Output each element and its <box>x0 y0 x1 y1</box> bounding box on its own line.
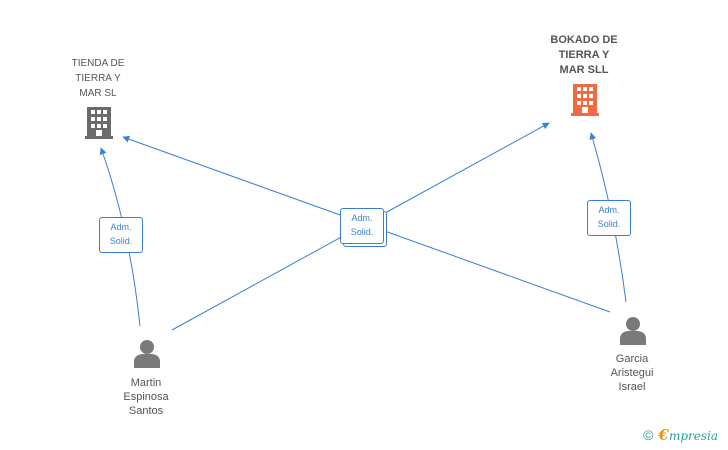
role-line: Solid. <box>597 219 621 229</box>
company-name-bokado[interactable]: BOKADO DE TIERRA Y MAR SLL <box>538 33 630 78</box>
role-badge-garcia-bokado[interactable]: Adm. Solid. <box>587 200 631 236</box>
person-name-martin[interactable]: Martin Espinosa Santos <box>108 376 184 418</box>
company-name-line: TIENDA DE <box>71 58 125 69</box>
empresia-logo: €mpresia <box>659 426 719 444</box>
person-icon[interactable] <box>620 317 646 345</box>
copyright-icon: © <box>643 427 654 443</box>
person-name-line: Israel <box>618 381 646 393</box>
building-icon[interactable] <box>85 107 113 139</box>
company-name-line: MAR SLL <box>559 64 609 76</box>
empresia-credit[interactable]: © €mpresia <box>643 426 718 444</box>
company-name-line: BOKADO DE <box>550 34 618 46</box>
company-name-tienda[interactable]: TIENDA DE TIERRA Y MAR SL <box>55 56 141 101</box>
person-name-line: Aristegui <box>610 367 654 379</box>
person-icon[interactable] <box>134 340 160 368</box>
building-icon[interactable] <box>571 84 599 116</box>
brand-rest: mpresia <box>668 429 718 443</box>
brand-initial: € <box>658 426 669 444</box>
person-name-line: Espinosa <box>123 391 169 403</box>
role-line: Solid. <box>109 236 133 246</box>
role-badge-martin-tienda[interactable]: Adm. Solid. <box>99 217 143 253</box>
company-name-line: MAR SL <box>79 88 117 99</box>
role-badge-center[interactable]: Adm. Solid. <box>340 208 384 244</box>
person-name-line: Martin <box>130 377 162 389</box>
company-name-line: TIERRA Y <box>558 49 610 61</box>
role-line: Adm. <box>351 213 373 223</box>
role-line: Solid. <box>350 227 374 237</box>
person-name-garcia[interactable]: Garcia Aristegui Israel <box>594 352 670 394</box>
role-line: Adm. <box>598 205 620 215</box>
person-name-line: Garcia <box>615 353 649 365</box>
role-line: Adm. <box>110 222 132 232</box>
company-name-line: TIERRA Y <box>75 73 121 84</box>
person-name-line: Santos <box>128 405 164 417</box>
